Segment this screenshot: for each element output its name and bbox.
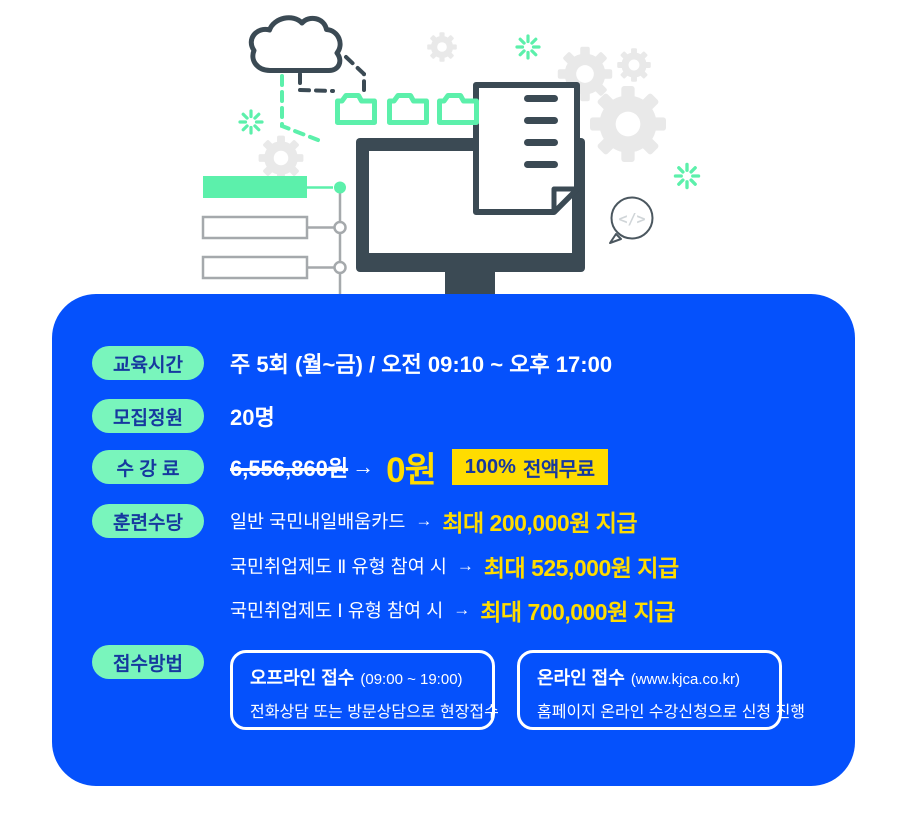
flow-bars xyxy=(201,176,347,296)
original-price: 6,556,860원 xyxy=(230,456,349,481)
schedule-text: 주 5회 (월~금) / 오전 09:10 ~ 오후 17:00 xyxy=(230,352,613,377)
row-schedule: 교육시간 주 5회 (월~금) / 오전 09:10 ~ 오후 17:00 xyxy=(92,346,612,380)
document-icon xyxy=(473,82,580,215)
allowance-line: 국민취업제도 Ⅰ 유형 참여 시 → 최대 700,000원 지급 xyxy=(230,593,675,627)
gear-icon xyxy=(427,32,457,62)
folder-icon xyxy=(338,96,375,123)
progress-bar-empty xyxy=(201,215,309,240)
info-panel: 교육시간 주 5회 (월~금) / 오전 09:10 ~ 오후 17:00 모집… xyxy=(52,294,855,786)
allowance-amount: 최대 200,000원 지급 xyxy=(442,510,638,536)
progress-bar-empty xyxy=(201,255,309,280)
allowance-condition: 일반 국민내일배움카드 xyxy=(230,511,406,532)
folder-icon xyxy=(440,96,477,123)
allowance-line: 일반 국민내일배움카드 → 최대 200,000원 지급 xyxy=(230,504,638,538)
online-box-note: (www.kjca.co.kr) xyxy=(630,671,740,688)
progress-bar-filled xyxy=(203,176,307,198)
arrow-right-icon: → xyxy=(415,511,433,530)
sparkle-icon xyxy=(515,34,541,60)
node-dot xyxy=(333,220,347,235)
arrow-right-icon: → xyxy=(352,454,375,479)
allowance-line: 국민취업제도 Ⅱ 유형 참여 시 → 최대 525,000원 지급 xyxy=(230,549,679,583)
allowance-condition: 국민취업제도 Ⅱ 유형 참여 시 xyxy=(230,556,447,577)
label-pill-schedule: 교육시간 xyxy=(92,346,204,380)
header-illustration: </> xyxy=(201,15,701,296)
gear-icon xyxy=(617,48,651,82)
node-dot xyxy=(333,260,347,275)
free-badge: 100% 전액무료 xyxy=(451,449,608,485)
dashed-line-dark xyxy=(298,72,335,93)
arrow-right-icon: → xyxy=(453,600,471,619)
online-application-box: 온라인 접수 (www.kjca.co.kr) 홈페이지 온라인 수강신청으로 … xyxy=(517,650,806,730)
code-bubble-icon: </> xyxy=(609,196,654,244)
offline-box-title: 오프라인 접수 xyxy=(250,668,355,688)
free-badge-text: 전액무료 xyxy=(522,458,595,481)
svg-text:</>: </> xyxy=(618,210,645,228)
allowance-amount: 최대 700,000원 지급 xyxy=(480,599,675,625)
folder-icon xyxy=(390,96,427,123)
offline-application-box: 오프라인 접수 (09:00 ~ 19:00) 전화상담 또는 방문상담으로 현… xyxy=(230,650,499,730)
row-application: 접수방법 xyxy=(92,645,204,679)
dashed-line-dark xyxy=(344,55,366,92)
online-box-desc: 홈페이지 온라인 수강신청으로 신청 진행 xyxy=(537,704,806,721)
dashed-line-green xyxy=(280,74,320,142)
offline-box-note: (09:00 ~ 19:00) xyxy=(360,671,463,688)
row-allowance: 훈련수당 xyxy=(92,504,204,538)
label-pill-application: 접수방법 xyxy=(92,645,204,679)
label-pill-capacity: 모집정원 xyxy=(92,399,204,433)
offline-box-desc: 전화상담 또는 방문상담으로 현장접수 xyxy=(250,704,499,721)
row-tuition: 수 강 료 6,556,860원 → 0원 100% 전액무료 xyxy=(92,449,608,490)
gear-icon xyxy=(590,86,666,162)
capacity-text: 20명 xyxy=(230,405,275,430)
label-pill-allowance: 훈련수당 xyxy=(92,504,204,538)
tuition-price-line: 6,556,860원 → 0원 100% 전액무료 xyxy=(230,442,608,493)
allowance-condition: 국민취업제도 Ⅰ 유형 참여 시 xyxy=(230,600,444,621)
sparkle-icon xyxy=(238,109,264,135)
label-pill-tuition: 수 강 료 xyxy=(92,450,204,484)
discounted-price: 0원 xyxy=(386,450,437,490)
allowance-amount: 최대 525,000원 지급 xyxy=(483,555,679,581)
arrow-right-icon: → xyxy=(456,556,474,575)
cloud-icon xyxy=(248,15,343,73)
online-box-title: 온라인 접수 xyxy=(537,668,625,688)
free-badge-percent: 100% xyxy=(464,455,516,478)
row-capacity: 모집정원 20명 xyxy=(92,399,275,433)
node-dot-filled xyxy=(334,181,346,194)
gear-icon xyxy=(258,135,304,181)
sparkle-icon xyxy=(673,162,701,190)
